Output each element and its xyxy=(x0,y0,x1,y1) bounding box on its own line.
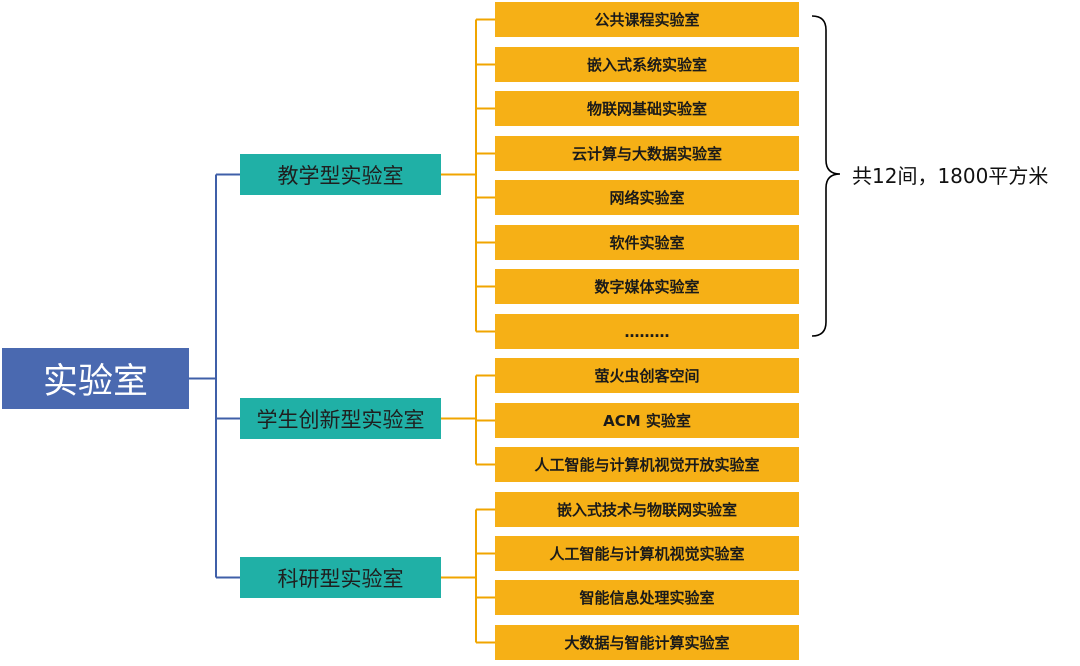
leaf-node: 大数据与智能计算实验室 xyxy=(495,625,799,660)
leaf-node: 嵌入式系统实验室 xyxy=(495,47,799,82)
leaf-node: 软件实验室 xyxy=(495,225,799,260)
leaf-node: ……… xyxy=(495,314,799,349)
leaf-node: 公共课程实验室 xyxy=(495,2,799,37)
leaf-node: 数字媒体实验室 xyxy=(495,269,799,304)
curly-brace-icon xyxy=(811,15,841,337)
category-node-innovation: 学生创新型实验室 xyxy=(240,398,441,439)
category-node-research: 科研型实验室 xyxy=(240,557,441,598)
leaf-node: 人工智能与计算机视觉实验室 xyxy=(495,536,799,571)
leaf-node: 物联网基础实验室 xyxy=(495,91,799,126)
brace-note: 共12间，1800平方米 xyxy=(852,163,1049,188)
leaf-node: 嵌入式技术与物联网实验室 xyxy=(495,492,799,527)
leaf-node: 人工智能与计算机视觉开放实验室 xyxy=(495,447,799,482)
leaf-node: 网络实验室 xyxy=(495,180,799,215)
leaf-node: 萤火虫创客空间 xyxy=(495,358,799,393)
leaf-connectors xyxy=(441,18,495,644)
leaf-node: 云计算与大数据实验室 xyxy=(495,136,799,171)
leaf-node: ACM 实验室 xyxy=(495,403,799,438)
category-node-teaching: 教学型实验室 xyxy=(240,154,441,195)
leaf-node: 智能信息处理实验室 xyxy=(495,580,799,615)
root-node: 实验室 xyxy=(2,348,189,409)
root-connectors xyxy=(189,173,240,579)
